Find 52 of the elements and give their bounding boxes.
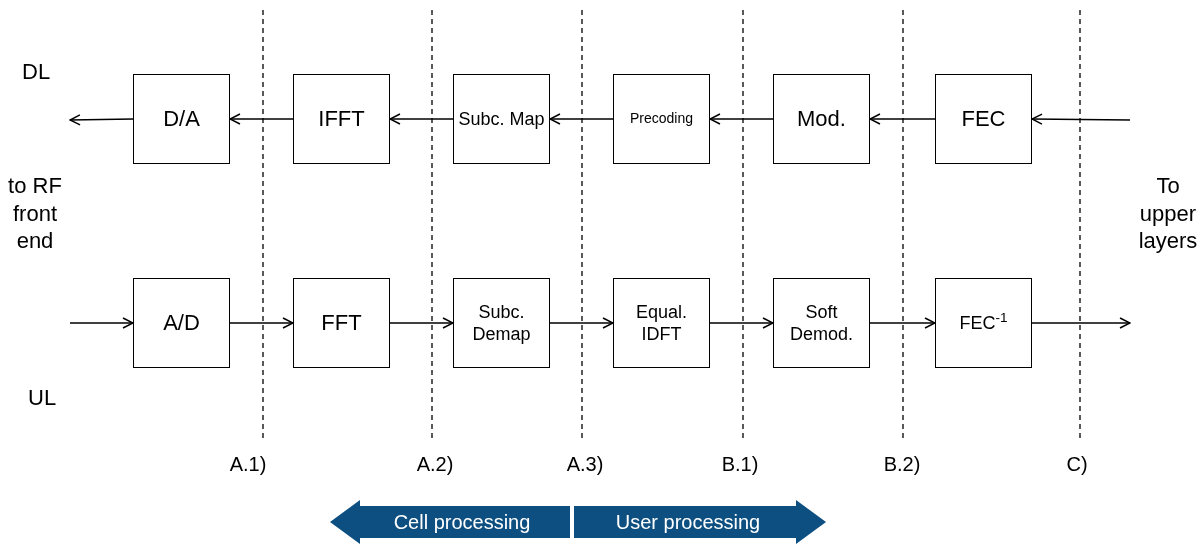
process-box	[453, 278, 550, 368]
process-box	[613, 74, 710, 164]
text-label: DL	[22, 58, 52, 86]
process-box	[293, 74, 390, 164]
arrow	[69, 317, 134, 329]
arrow	[869, 317, 936, 329]
process-box	[935, 278, 1032, 368]
process-box	[133, 278, 230, 368]
process-box	[773, 74, 870, 164]
text-label: A.2)	[415, 452, 455, 477]
arrow	[389, 113, 454, 125]
box-label: Subc. Demap	[471, 300, 532, 346]
box-label: Subc. Map	[457, 107, 546, 131]
text-label: A.3)	[565, 452, 605, 477]
arrow	[1031, 113, 1131, 125]
process-box	[935, 74, 1032, 164]
arrow	[389, 317, 454, 329]
box-label: FFT	[321, 309, 362, 337]
arrow	[549, 317, 614, 329]
arrow	[709, 317, 774, 329]
box-label: D/A	[163, 105, 200, 133]
box-label: Equal. IDFT	[634, 300, 688, 346]
process-box	[293, 278, 390, 368]
text-label: A.1)	[228, 452, 268, 477]
box-label: Precoding	[629, 110, 693, 128]
process-box	[613, 278, 710, 368]
arrow	[709, 113, 774, 125]
box-label: Mod.	[797, 105, 846, 133]
block-arrow	[574, 500, 826, 544]
arrow	[1031, 317, 1131, 329]
arrow	[69, 114, 134, 126]
text-label: to RF front end	[7, 172, 63, 255]
arrow-label: Cell processing	[392, 510, 531, 535]
arrow	[869, 113, 936, 125]
box-label: FEC$^{-1}$	[958, 311, 1009, 335]
text-label: B.1)	[720, 452, 760, 477]
block-arrow	[330, 500, 570, 544]
arrow	[229, 317, 294, 329]
process-box	[453, 74, 550, 164]
process-box	[773, 278, 870, 368]
text-label: UL	[28, 384, 58, 412]
box-label: A/D	[163, 309, 200, 337]
arrow-label: User processing	[615, 510, 762, 535]
text-label: C)	[1065, 452, 1089, 477]
text-label: B.2)	[882, 452, 922, 477]
process-box	[133, 74, 230, 164]
arrow	[229, 113, 294, 125]
arrow	[549, 113, 614, 125]
box-label: IFFT	[318, 105, 365, 133]
box-label: FEC	[961, 105, 1006, 133]
text-label: To upper layers	[1137, 172, 1199, 255]
box-label: Soft Demod.	[789, 300, 854, 346]
